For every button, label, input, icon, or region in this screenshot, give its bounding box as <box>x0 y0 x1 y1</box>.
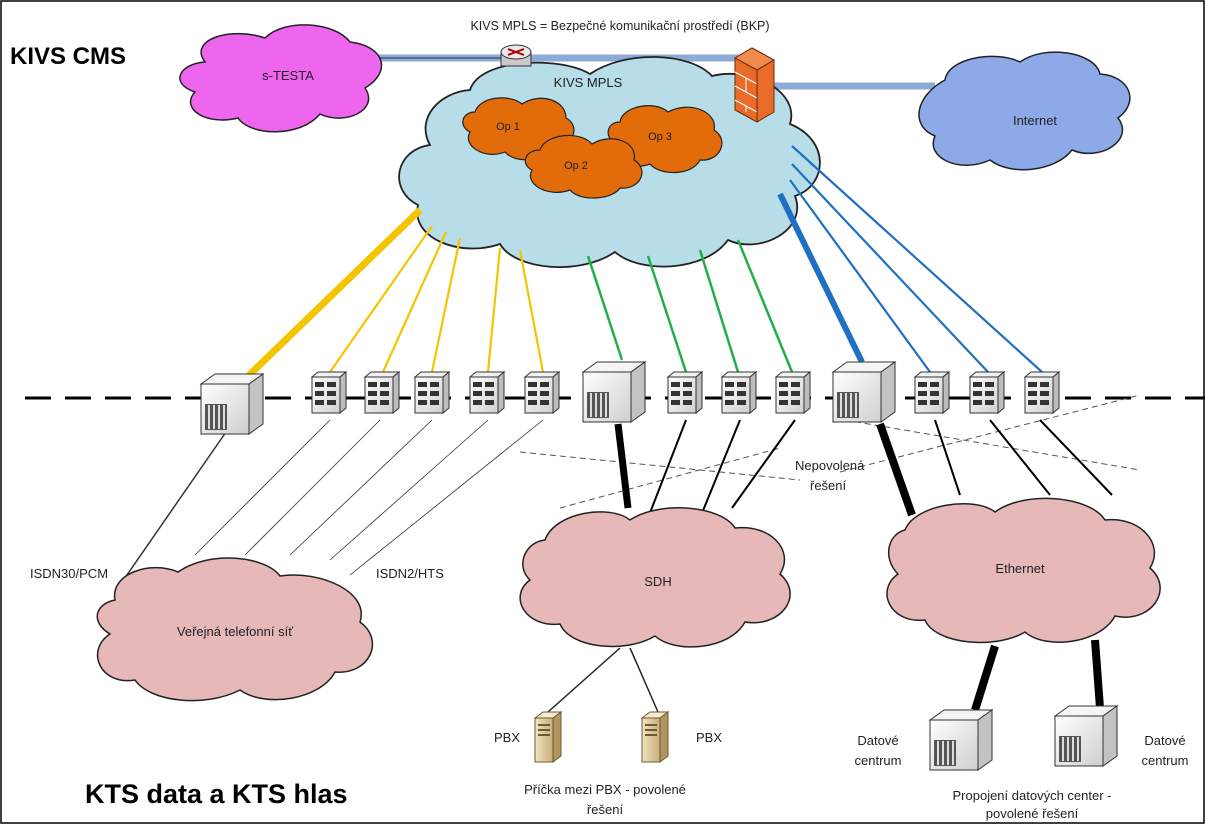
datacenter-left-label-2: centrum <box>855 753 902 768</box>
ethernet-access-links <box>876 419 1113 517</box>
operator-3-label: Op 3 <box>648 131 672 143</box>
datacenter-right-label-1: Datové <box>1144 733 1185 748</box>
voice-node-5-icon <box>524 371 560 414</box>
ethernet-node-2-icon <box>969 371 1005 414</box>
phone-links <box>119 419 544 586</box>
datacenter-interconnect-label-1: Propojení datových center - <box>953 788 1112 803</box>
operator-2-label: Op 2 <box>564 160 588 172</box>
unallowed-label-1: Nepovolená <box>795 458 865 473</box>
unallowed-label-2: řešení <box>810 478 847 493</box>
isdn2-label: ISDN2/HTS <box>376 566 444 581</box>
isdn30-label: ISDN30/PCM <box>30 566 108 581</box>
datacenter-left-icon <box>929 709 993 771</box>
internet-cloud <box>918 51 1131 171</box>
internet-label: Internet <box>1013 113 1057 128</box>
bkp-label: KIVS MPLS = Bezpečné komunikační prostře… <box>470 19 769 33</box>
voice-main-node-icon <box>200 373 264 435</box>
sdh-label: SDH <box>644 574 671 589</box>
datacenter-right-label-2: centrum <box>1142 753 1189 768</box>
ethernet-cloud <box>886 497 1161 644</box>
voice-node-1-icon <box>311 371 347 414</box>
public-phone-network-cloud <box>96 557 374 702</box>
datacenter-left-label-1: Datové <box>857 733 898 748</box>
firewall-icon <box>733 47 776 123</box>
datacenter-interconnect-label-2: povolené řešení <box>986 806 1079 821</box>
sdh-access-links <box>614 419 796 519</box>
sdh-node-1-icon <box>667 371 703 414</box>
sdh-main-node-icon <box>582 361 646 423</box>
sdh-node-2-icon <box>721 371 757 414</box>
datacenter-right-icon <box>1054 705 1118 767</box>
voice-node-3-icon <box>414 371 450 414</box>
operator-2-cloud <box>524 134 643 199</box>
kts-title: KTS data a KTS hlas <box>85 779 348 809</box>
pbx-left-icon <box>534 711 562 763</box>
ethernet-label: Ethernet <box>995 561 1045 576</box>
s-testa-label: s-TESTA <box>262 68 314 83</box>
pbx-right-label: PBX <box>696 730 722 745</box>
sdh-cloud <box>519 507 791 648</box>
voice-node-4-icon <box>469 371 505 414</box>
kivs-cms-title: KIVS CMS <box>10 43 126 70</box>
public-phone-network-label: Veřejná telefonní síť <box>177 624 293 639</box>
kivs-mpls-label: KIVS MPLS <box>554 75 623 90</box>
pbx-links <box>547 647 659 713</box>
voice-links <box>239 207 545 385</box>
sdh-node-3-icon <box>775 371 811 414</box>
s-testa-cloud <box>179 24 383 133</box>
datacenter-links <box>971 639 1104 712</box>
router-icon <box>500 44 532 67</box>
pbx-left-label: PBX <box>494 730 520 745</box>
voice-node-2-icon <box>364 371 400 414</box>
pbx-right-icon <box>641 711 669 763</box>
ethernet-links <box>777 145 1043 373</box>
ethernet-main-node-icon <box>832 361 896 423</box>
pbx-crosslink-label-2: řešení <box>587 802 624 817</box>
operator-1-label: Op 1 <box>496 121 520 133</box>
sdh-links <box>586 239 794 373</box>
ethernet-node-1-icon <box>914 371 950 414</box>
ethernet-node-3-icon <box>1024 371 1060 414</box>
pbx-crosslink-label-1: Příčka mezi PBX - povolené <box>524 782 686 797</box>
